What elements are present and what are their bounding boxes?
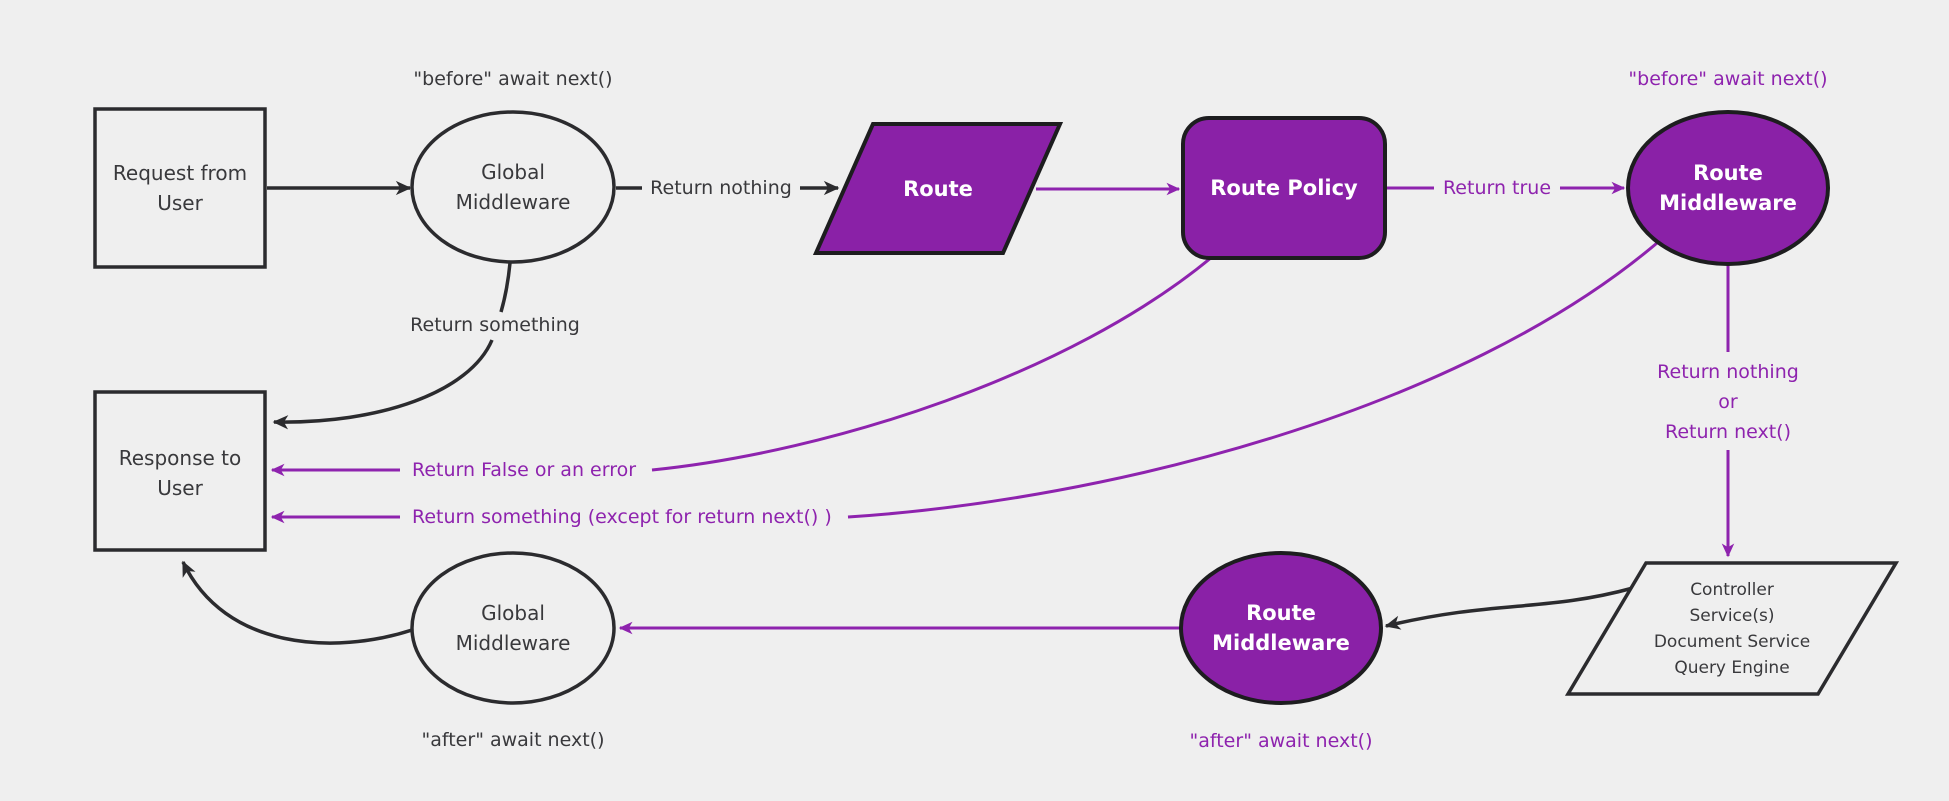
edge-return-something-seg1 [499, 262, 512, 313]
label-return-false-or-error: Return False or an error [412, 459, 636, 481]
request-from-user-label-line2: User [157, 191, 203, 215]
controller-label-line2: Service(s) [1690, 606, 1775, 626]
label-after-await-next-global: "after" await next() [422, 729, 605, 751]
label-after-await-next-route: "after" await next() [1190, 730, 1373, 752]
label-return-something-except: Return something (except for return next… [412, 506, 832, 528]
edge-return-something-except-curve [847, 241, 1658, 519]
response-to-user-box [93, 390, 267, 552]
global-middleware-top-label-line2: Middleware [456, 190, 571, 214]
edge-return-something-seg2 [272, 339, 494, 430]
request-from-user-label-line1: Request from [113, 161, 247, 185]
global-middleware-top-ellipse [410, 110, 616, 264]
edge-return-false-curve [651, 255, 1213, 472]
label-return-nothing: Return nothing [650, 177, 792, 199]
global-middleware-top-label-line1: Global [481, 160, 545, 184]
controller-label-line1: Controller [1690, 580, 1774, 600]
node-controller-services: Controller Service(s) Document Service Q… [1564, 561, 1900, 696]
route-parallelogram [812, 122, 1064, 255]
response-to-user-label-line1: Response to [119, 446, 242, 470]
controller-label-line3: Document Service [1654, 632, 1810, 652]
route-middleware-bottom-label-line1: Route [1246, 601, 1316, 625]
route-middleware-bottom-ellipse [1179, 551, 1383, 705]
label-return-nothing-or-next-line3: Return next() [1665, 421, 1791, 443]
node-route-middleware-bottom: Route Middleware [1179, 551, 1383, 705]
label-return-true: Return true [1443, 177, 1551, 199]
label-return-nothing-or-next-line1: Return nothing [1657, 361, 1799, 383]
label-return-something: Return something [410, 314, 580, 336]
request-from-user-box [93, 107, 267, 269]
route-middleware-top-label-line2: Middleware [1659, 191, 1797, 215]
node-route: Route [812, 122, 1064, 255]
node-response-to-user: Response to User [93, 390, 267, 552]
route-policy-label: Route Policy [1210, 176, 1358, 200]
node-route-policy: Route Policy [1181, 116, 1387, 260]
node-global-middleware-bottom: Global Middleware [410, 551, 616, 705]
route-middleware-top-label-line1: Route [1693, 161, 1763, 185]
node-global-middleware-top: Global Middleware [410, 110, 616, 264]
node-route-middleware-top: Route Middleware [1626, 110, 1830, 266]
label-before-await-next-route: "before" await next() [1628, 68, 1827, 90]
route-middleware-bottom-label-line2: Middleware [1212, 631, 1350, 655]
node-request-from-user: Request from User [93, 107, 267, 269]
global-middleware-bottom-label-line1: Global [481, 601, 545, 625]
response-to-user-label-line2: User [157, 476, 203, 500]
global-middleware-bottom-ellipse [410, 551, 616, 705]
controller-label-line4: Query Engine [1674, 658, 1789, 678]
label-before-await-next-global: "before" await next() [413, 68, 612, 90]
route-label: Route [903, 177, 973, 201]
label-return-nothing-or-next-line2: or [1718, 391, 1738, 413]
route-policy-box [1181, 116, 1387, 260]
edge-controller-to-route-middleware-bottom [1384, 586, 1634, 630]
route-middleware-top-ellipse [1626, 110, 1830, 266]
controller-parallelogram [1564, 561, 1900, 696]
global-middleware-bottom-label-line2: Middleware [456, 631, 571, 655]
edge-global-middleware-bottom-to-response [181, 560, 413, 645]
